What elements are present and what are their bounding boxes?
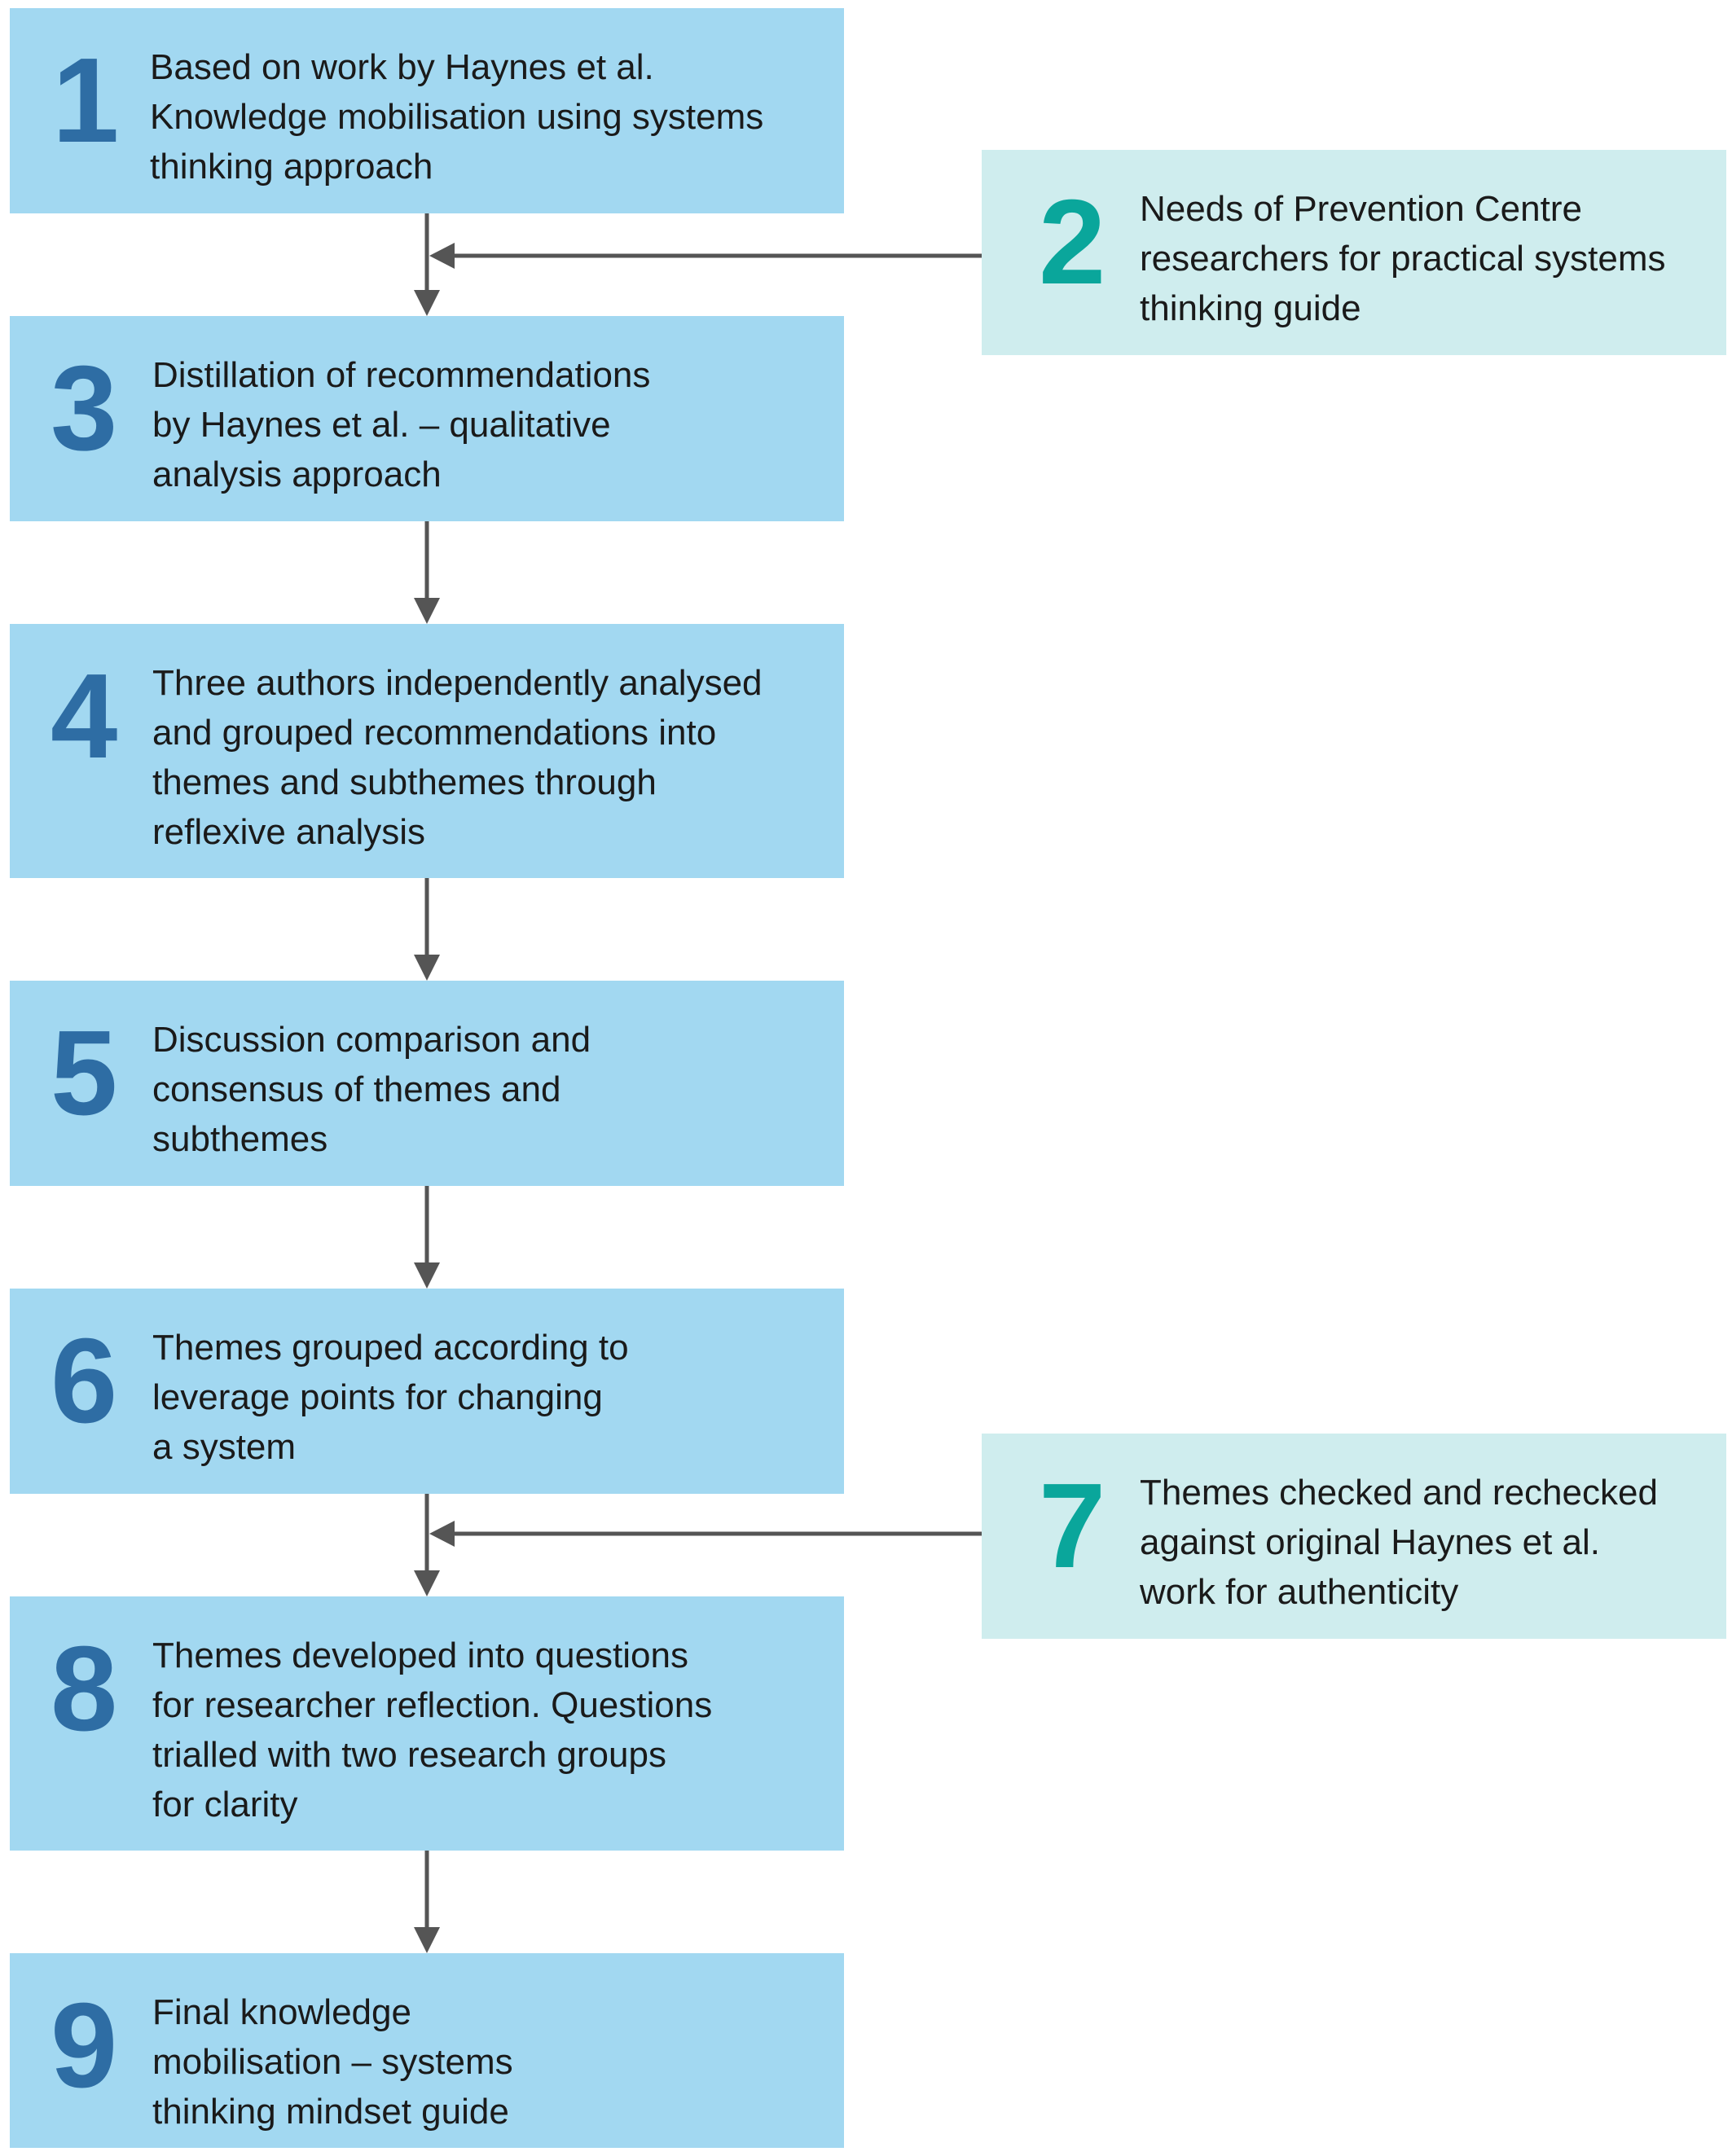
step-1-text: Based on work by Haynes et al. Knowledge… bbox=[150, 47, 764, 187]
step-9-text: Final knowledge mobilisation – systems t… bbox=[152, 1992, 513, 2132]
step-6-text: Themes grouped according to leverage poi… bbox=[152, 1328, 629, 1467]
step-8-text: Themes developed into questions for rese… bbox=[152, 1636, 713, 1824]
step-9-number: 9 bbox=[51, 1978, 118, 2113]
step-9-box: 9 Final knowledge mobilisation – systems… bbox=[10, 1953, 844, 2148]
step-1-number: 1 bbox=[52, 33, 120, 168]
step-4-number: 4 bbox=[51, 649, 118, 784]
step-5-box: 5 Discussion comparison and consensus of… bbox=[10, 981, 844, 1186]
step-2-text: Needs of Prevention Centre researchers f… bbox=[1140, 189, 1666, 328]
step-8-number: 8 bbox=[51, 1622, 118, 1756]
step-7-box: 7 Themes checked and rechecked against o… bbox=[982, 1434, 1726, 1639]
step-3-number: 3 bbox=[51, 341, 118, 476]
arrowhead-8-to-9 bbox=[414, 1927, 440, 1953]
step-3-box: 3 Distillation of recommendations by Hay… bbox=[10, 316, 844, 521]
arrowhead-5-to-6 bbox=[414, 1262, 440, 1289]
arrowhead-1-to-3 bbox=[414, 290, 440, 316]
step-6-number: 6 bbox=[51, 1314, 118, 1448]
step-2-number: 2 bbox=[1039, 175, 1106, 310]
step-6-box: 6 Themes grouped according to leverage p… bbox=[10, 1289, 844, 1494]
step-4-text: Three authors independently analysed and… bbox=[152, 663, 763, 852]
step-7-text: Themes checked and rechecked against ori… bbox=[1140, 1473, 1658, 1612]
step-2-box: 2 Needs of Prevention Centre researchers… bbox=[982, 150, 1726, 355]
step-5-text: Discussion comparison and consensus of t… bbox=[152, 1020, 591, 1159]
step-8-box: 8 Themes developed into questions for re… bbox=[10, 1596, 844, 1851]
step-5-number: 5 bbox=[51, 1006, 118, 1140]
arrowhead-7-to-main bbox=[429, 1521, 455, 1547]
arrowhead-2-to-main bbox=[429, 243, 455, 269]
step-3-text: Distillation of recommendations by Hayne… bbox=[152, 355, 651, 494]
arrowhead-6-to-8 bbox=[414, 1570, 440, 1596]
step-7-number: 7 bbox=[1039, 1459, 1106, 1593]
arrowhead-3-to-4 bbox=[414, 598, 440, 624]
step-4-box: 4 Three authors independently analysed a… bbox=[10, 624, 844, 878]
arrowhead-4-to-5 bbox=[414, 955, 440, 981]
step-1-box: 1 Based on work by Haynes et al. Knowled… bbox=[10, 8, 844, 213]
